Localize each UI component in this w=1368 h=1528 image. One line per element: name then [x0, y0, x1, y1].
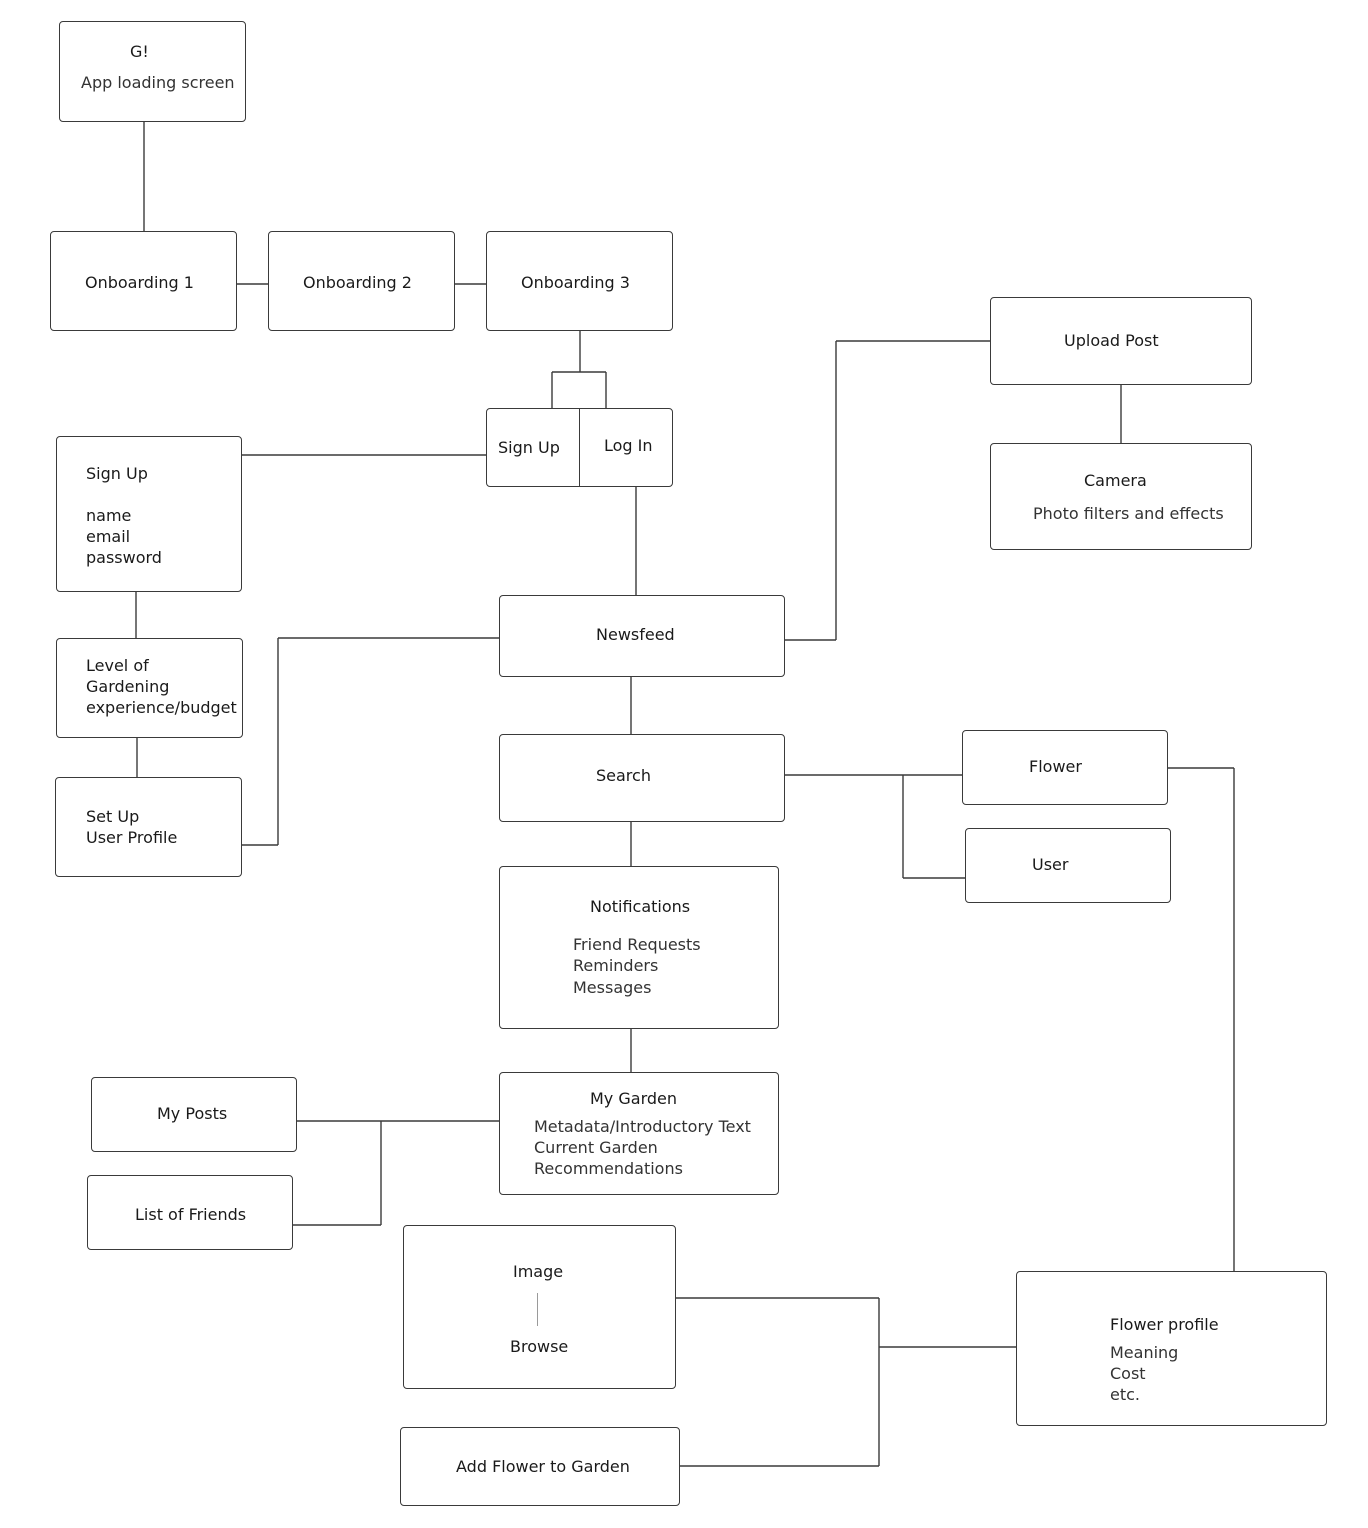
- auth-divider: [579, 409, 581, 486]
- browse-label: Browse: [510, 1337, 569, 1356]
- signup-field-name: name: [86, 506, 132, 525]
- flower-profile-node: Flower profile Meaning Cost etc.: [1016, 1271, 1327, 1426]
- flower-node: Flower: [962, 730, 1168, 805]
- search-label: Search: [596, 766, 651, 785]
- onboarding-1-label: Onboarding 1: [85, 273, 194, 292]
- onboarding-2-node: Onboarding 2: [268, 231, 455, 331]
- loading-title: G!: [130, 42, 149, 61]
- onboarding-1-node: Onboarding 1: [50, 231, 237, 331]
- flower-profile-title: Flower profile: [1110, 1315, 1219, 1334]
- gardening-level-line-2: Gardening: [86, 677, 170, 696]
- notifications-item-messages: Messages: [573, 978, 652, 997]
- setup-profile-node: Set Up User Profile: [55, 777, 242, 877]
- notifications-item-friend-requests: Friend Requests: [573, 935, 701, 954]
- loading-subtitle: App loading screen: [81, 73, 235, 92]
- gardening-level-node: Level of Gardening experience/budget: [56, 638, 243, 738]
- auth-choice-node: Sign Up Log In: [486, 408, 673, 487]
- user-label: User: [1032, 855, 1069, 874]
- user-node: User: [965, 828, 1171, 903]
- notifications-title: Notifications: [590, 897, 691, 916]
- add-flower-node: Add Flower to Garden: [400, 1427, 680, 1506]
- signup-field-email: email: [86, 527, 131, 546]
- my-garden-node: My Garden Metadata/Introductory Text Cur…: [499, 1072, 779, 1195]
- friends-list-node: List of Friends: [87, 1175, 293, 1250]
- add-flower-label: Add Flower to Garden: [456, 1457, 630, 1476]
- signup-choice-label: Sign Up: [498, 438, 560, 457]
- friends-list-label: List of Friends: [135, 1205, 247, 1224]
- onboarding-2-label: Onboarding 2: [303, 273, 412, 292]
- my-posts-label: My Posts: [157, 1104, 228, 1123]
- upload-post-node: Upload Post: [990, 297, 1252, 385]
- gardening-level-line-3: experience/budget: [86, 698, 237, 717]
- signup-form-title: Sign Up: [86, 464, 148, 483]
- setup-profile-line-2: User Profile: [86, 828, 178, 847]
- notifications-node: Notifications Friend Requests Reminders …: [499, 866, 779, 1029]
- flower-profile-item-etc: etc.: [1110, 1385, 1140, 1404]
- image-browse-divider: [537, 1293, 538, 1326]
- search-node: Search: [499, 734, 785, 822]
- image-browse-node: Image Browse: [403, 1225, 676, 1389]
- onboarding-3-label: Onboarding 3: [521, 273, 630, 292]
- upload-post-label: Upload Post: [1064, 331, 1159, 350]
- notifications-item-reminders: Reminders: [573, 956, 659, 975]
- signup-form-node: Sign Up name email password: [56, 436, 242, 592]
- my-garden-item-metadata: Metadata/Introductory Text: [534, 1117, 751, 1136]
- gardening-level-line-1: Level of: [86, 656, 149, 675]
- camera-node: Camera Photo filters and effects: [990, 443, 1252, 550]
- loading-screen-node: G! App loading screen: [59, 21, 246, 122]
- flower-profile-item-meaning: Meaning: [1110, 1343, 1179, 1362]
- onboarding-3-node: Onboarding 3: [486, 231, 673, 331]
- signup-field-password: password: [86, 548, 162, 567]
- my-garden-item-current: Current Garden: [534, 1138, 658, 1157]
- camera-subtitle: Photo filters and effects: [1033, 504, 1224, 523]
- flower-label: Flower: [1029, 757, 1082, 776]
- camera-title: Camera: [1084, 471, 1147, 490]
- my-garden-item-recommendations: Recommendations: [534, 1159, 683, 1178]
- my-posts-node: My Posts: [91, 1077, 297, 1152]
- login-choice-label: Log In: [604, 436, 653, 455]
- my-garden-title: My Garden: [590, 1089, 677, 1108]
- newsfeed-label: Newsfeed: [596, 625, 675, 644]
- flower-profile-item-cost: Cost: [1110, 1364, 1146, 1383]
- setup-profile-line-1: Set Up: [86, 807, 140, 826]
- newsfeed-node: Newsfeed: [499, 595, 785, 677]
- image-label: Image: [513, 1262, 564, 1281]
